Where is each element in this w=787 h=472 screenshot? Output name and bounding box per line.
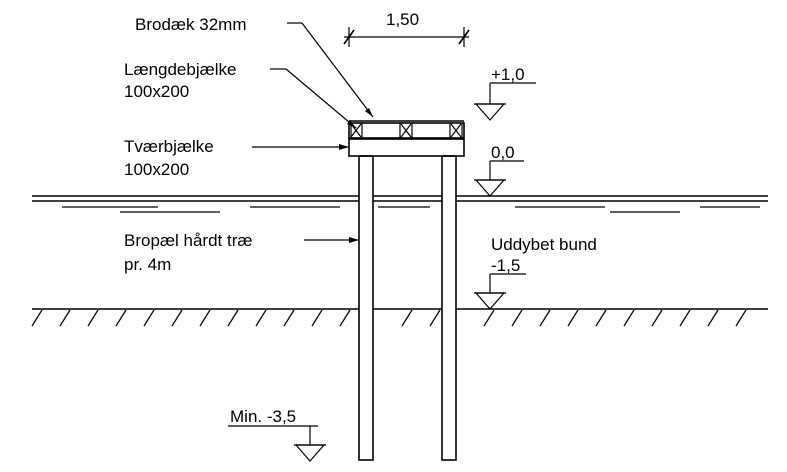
pile-spacing-label: pr. 4m [124,255,171,274]
level-bottom-text: -1,5 [491,256,520,275]
deck-leader: Brodæk 32mm [135,15,374,118]
pile-right [441,155,457,461]
stringer-leader: Længdebjælke 100x200 [124,60,357,129]
piles [358,155,457,461]
stringer-section-left [350,123,363,138]
seabed [31,308,768,327]
pile-label: Bropæl hårdt træ [124,231,253,250]
water-surface [32,195,768,213]
dredged-bottom-text: Uddybet bund [491,235,597,254]
crossbeam [348,138,465,157]
level-marker-min: Min. -3,5 [228,407,326,462]
crossbeam-label: Tværbjælke [124,137,214,156]
level-marker-water: 0,0 [474,143,524,197]
deck-structure [348,120,465,157]
level-marker-bottom: Uddybet bund -1,5 [474,235,597,310]
span-dimension: 1,50 [343,10,470,47]
span-dimension-text: 1,50 [386,10,419,29]
level-top-text: +1,0 [491,65,525,84]
crossbeam-leader: Tværbjælke 100x200 [124,137,349,179]
stringer-label: Længdebjælke [124,60,236,79]
level-marker-top: +1,0 [474,65,536,121]
level-water-text: 0,0 [491,143,515,162]
stringer-size-label: 100x200 [124,82,189,101]
pile-left [358,155,374,461]
crossbeam-size-label: 100x200 [124,160,189,179]
deck-label: Brodæk 32mm [135,15,246,34]
stringer-section-right [449,123,463,138]
stringer-layer [348,122,465,139]
seabed-hatching [31,309,747,327]
stringer-section-mid [399,123,413,138]
pile-leader: Bropæl hårdt træ pr. 4m [124,231,359,274]
level-min-text: Min. -3,5 [230,407,296,426]
